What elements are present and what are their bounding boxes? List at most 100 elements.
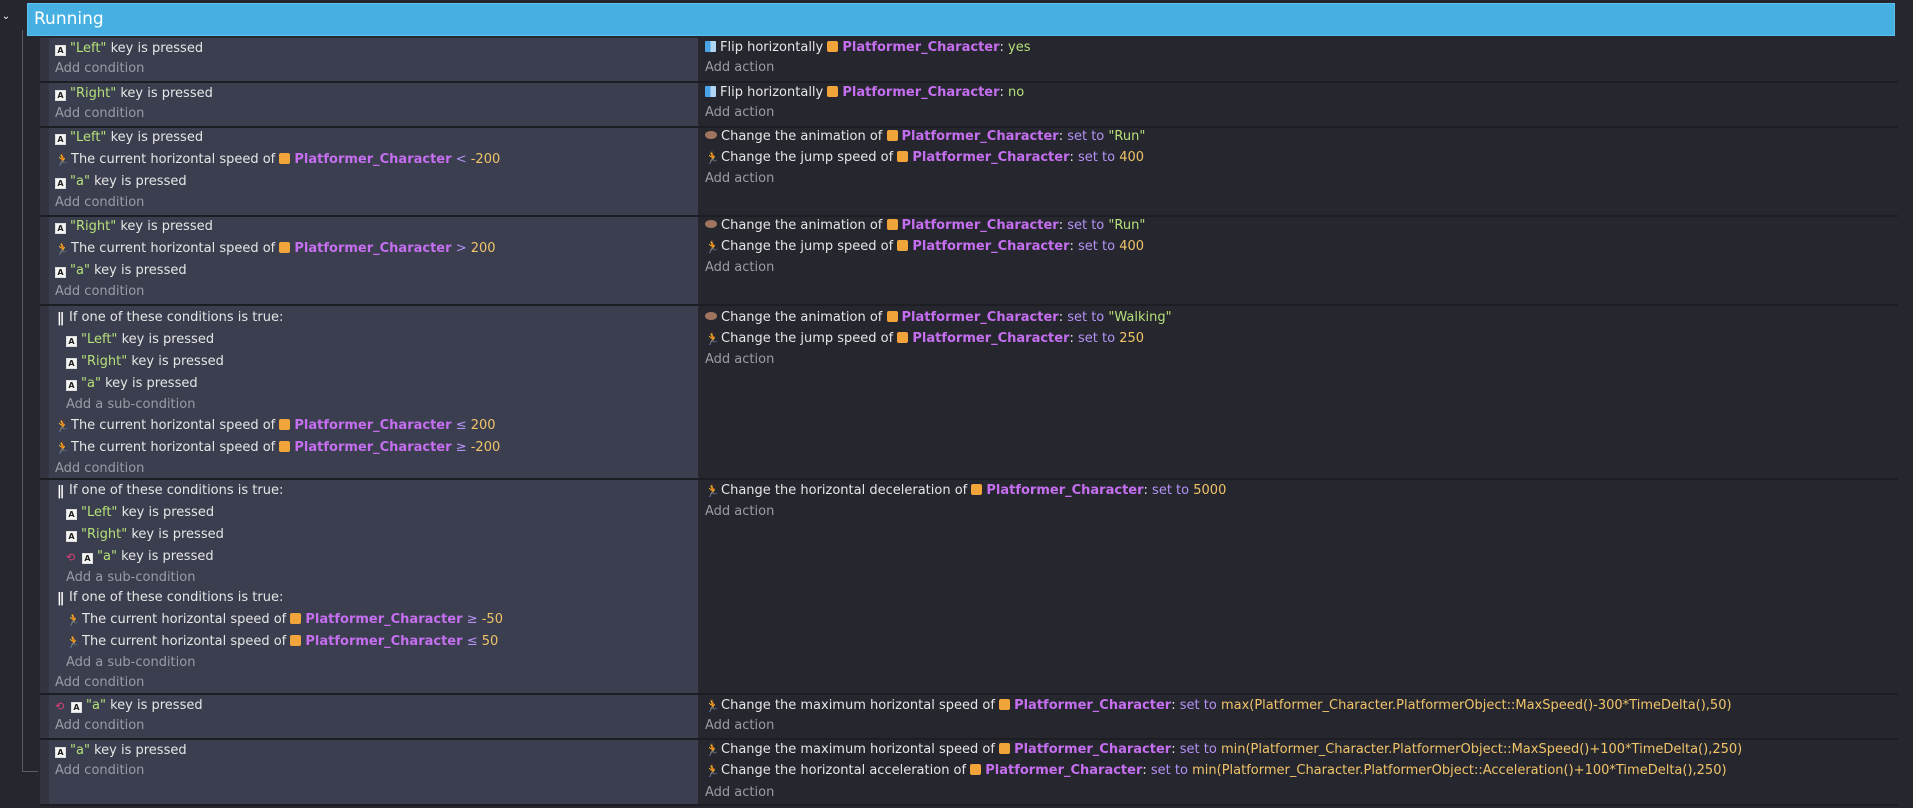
event-6[interactable]: ||If one of these conditions is true: A"… bbox=[40, 480, 1898, 695]
event-8[interactable]: A"a" key is pressed Add condition 🏃Chang… bbox=[40, 740, 1898, 806]
actions-column[interactable]: Flip horizontally Platformer_Character: … bbox=[699, 38, 1898, 81]
actions-column[interactable]: Change the animation of Platformer_Chara… bbox=[699, 128, 1898, 215]
sub-condition-key-pressed[interactable]: A"Left" key is pressed bbox=[66, 504, 214, 522]
group-header-running[interactable]: Running bbox=[27, 3, 1895, 36]
actions-column[interactable]: Flip horizontally Platformer_Character: … bbox=[699, 83, 1898, 126]
add-subcondition-link[interactable]: Add a sub-condition bbox=[66, 655, 196, 670]
sub-condition-key-pressed[interactable]: A"Left" key is pressed bbox=[66, 331, 214, 349]
condition-key-pressed[interactable]: A"Left" key is pressed bbox=[55, 129, 203, 147]
object-icon bbox=[897, 151, 909, 162]
add-action-link[interactable]: Add action bbox=[705, 718, 775, 733]
action-change-animation[interactable]: Change the animation of Platformer_Chara… bbox=[705, 309, 1172, 327]
condition-key-pressed[interactable]: A"a" key is pressed bbox=[55, 742, 187, 760]
keyboard-icon: A bbox=[55, 747, 66, 758]
object-icon bbox=[290, 613, 302, 624]
platformer-behavior-icon: 🏃 bbox=[55, 153, 70, 167]
add-condition-link[interactable]: Add condition bbox=[55, 675, 145, 690]
conditions-column[interactable]: ⟲A"a" key is pressed Add condition bbox=[40, 695, 698, 738]
condition-key-pressed[interactable]: A"a" key is pressed bbox=[55, 173, 187, 191]
actions-column[interactable]: 🏃Change the maximum horizontal speed of … bbox=[699, 740, 1898, 804]
action-change-jump-speed[interactable]: 🏃Change the jump speed of Platformer_Cha… bbox=[705, 331, 1145, 346]
platformer-behavior-icon: 🏃 bbox=[705, 332, 720, 346]
object-icon bbox=[970, 764, 982, 775]
event-7[interactable]: ⟲A"a" key is pressed Add condition 🏃Chan… bbox=[40, 695, 1898, 740]
condition-horizontal-speed[interactable]: 🏃The current horizontal speed of Platfor… bbox=[55, 418, 496, 433]
actions-column[interactable]: 🏃Change the maximum horizontal speed of … bbox=[699, 695, 1898, 738]
event-3[interactable]: A"Left" key is pressed 🏃The current hori… bbox=[40, 128, 1898, 217]
add-action-link[interactable]: Add action bbox=[705, 60, 775, 75]
add-condition-link[interactable]: Add condition bbox=[55, 106, 145, 121]
conditions-column[interactable]: A"Left" key is pressed Add condition bbox=[40, 38, 698, 81]
action-change-max-hspeed[interactable]: 🏃Change the maximum horizontal speed of … bbox=[705, 742, 1743, 757]
or-condition-header[interactable]: ||If one of these conditions is true: bbox=[57, 483, 284, 499]
sub-condition-key-not-pressed[interactable]: ⟲A"a" key is pressed bbox=[66, 549, 214, 564]
condition-horizontal-speed[interactable]: 🏃The current horizontal speed of Platfor… bbox=[55, 152, 501, 167]
event-5[interactable]: ||If one of these conditions is true: A"… bbox=[40, 306, 1898, 480]
keyboard-icon: A bbox=[55, 90, 66, 101]
sub-condition-horizontal-speed[interactable]: 🏃The current horizontal speed of Platfor… bbox=[66, 612, 503, 627]
or-condition-header[interactable]: ||If one of these conditions is true: bbox=[57, 590, 284, 606]
action-change-acceleration[interactable]: 🏃Change the horizontal acceleration of P… bbox=[705, 763, 1727, 778]
conditions-column[interactable]: A"Right" key is pressed 🏃The current hor… bbox=[40, 217, 698, 304]
add-action-link[interactable]: Add action bbox=[705, 504, 775, 519]
collapse-group-chevron-icon[interactable]: ⌄ bbox=[1, 11, 11, 22]
keyboard-icon: A bbox=[66, 531, 77, 542]
add-condition-link[interactable]: Add condition bbox=[55, 195, 145, 210]
add-condition-link[interactable]: Add condition bbox=[55, 461, 145, 476]
object-icon bbox=[886, 130, 898, 141]
sub-condition-key-pressed[interactable]: A"a" key is pressed bbox=[66, 375, 198, 393]
conditions-column[interactable]: A"Left" key is pressed 🏃The current hori… bbox=[40, 128, 698, 215]
action-change-animation[interactable]: Change the animation of Platformer_Chara… bbox=[705, 128, 1145, 146]
event-1[interactable]: A"Left" key is pressed Add condition Fli… bbox=[40, 38, 1898, 83]
action-change-animation[interactable]: Change the animation of Platformer_Chara… bbox=[705, 217, 1145, 235]
condition-key-pressed[interactable]: A"Right" key is pressed bbox=[55, 85, 213, 103]
keyboard-icon: A bbox=[55, 178, 66, 189]
sub-condition-key-pressed[interactable]: A"Right" key is pressed bbox=[66, 526, 224, 544]
action-change-deceleration[interactable]: 🏃Change the horizontal deceleration of P… bbox=[705, 483, 1227, 498]
add-action-link[interactable]: Add action bbox=[705, 260, 775, 275]
sub-condition-horizontal-speed[interactable]: 🏃The current horizontal speed of Platfor… bbox=[66, 634, 499, 649]
or-condition-header[interactable]: ||If one of these conditions is true: bbox=[57, 310, 284, 326]
add-condition-link[interactable]: Add condition bbox=[55, 763, 145, 778]
add-condition-link[interactable]: Add condition bbox=[55, 718, 145, 733]
invert-condition-icon: ⟲ bbox=[55, 700, 65, 713]
condition-key-not-pressed[interactable]: ⟲A"a" key is pressed bbox=[55, 698, 203, 713]
condition-key-pressed[interactable]: A"Right" key is pressed bbox=[55, 218, 213, 236]
action-flip-horizontally[interactable]: Flip horizontally Platformer_Character: … bbox=[705, 84, 1024, 102]
object-icon bbox=[999, 743, 1011, 754]
condition-key-pressed[interactable]: A"a" key is pressed bbox=[55, 262, 187, 280]
conditions-column[interactable]: ||If one of these conditions is true: A"… bbox=[40, 306, 698, 478]
conditions-column[interactable]: A"Right" key is pressed Add condition bbox=[40, 83, 698, 126]
keyboard-icon: A bbox=[55, 45, 66, 56]
add-condition-link[interactable]: Add condition bbox=[55, 61, 145, 76]
object-icon bbox=[827, 86, 839, 97]
platformer-behavior-icon: 🏃 bbox=[705, 699, 720, 713]
add-condition-link[interactable]: Add condition bbox=[55, 284, 145, 299]
sub-condition-key-pressed[interactable]: A"Right" key is pressed bbox=[66, 353, 224, 371]
add-action-link[interactable]: Add action bbox=[705, 352, 775, 367]
or-icon: || bbox=[57, 591, 65, 606]
conditions-column[interactable]: A"a" key is pressed Add condition bbox=[40, 740, 698, 804]
conditions-column[interactable]: ||If one of these conditions is true: A"… bbox=[40, 480, 698, 693]
platformer-behavior-icon: 🏃 bbox=[705, 764, 720, 778]
condition-horizontal-speed[interactable]: 🏃The current horizontal speed of Platfor… bbox=[55, 440, 501, 455]
condition-horizontal-speed[interactable]: 🏃The current horizontal speed of Platfor… bbox=[55, 241, 496, 256]
actions-column[interactable]: Change the animation of Platformer_Chara… bbox=[699, 306, 1898, 478]
condition-key-pressed[interactable]: A"Left" key is pressed bbox=[55, 40, 203, 58]
event-4[interactable]: A"Right" key is pressed 🏃The current hor… bbox=[40, 217, 1898, 306]
action-change-jump-speed[interactable]: 🏃Change the jump speed of Platformer_Cha… bbox=[705, 239, 1145, 254]
add-subcondition-link[interactable]: Add a sub-condition bbox=[66, 397, 196, 412]
animation-icon bbox=[705, 220, 717, 228]
add-subcondition-link[interactable]: Add a sub-condition bbox=[66, 570, 196, 585]
actions-column[interactable]: 🏃Change the horizontal deceleration of P… bbox=[699, 480, 1898, 693]
action-flip-horizontally[interactable]: Flip horizontally Platformer_Character: … bbox=[705, 39, 1031, 57]
action-change-max-hspeed[interactable]: 🏃Change the maximum horizontal speed of … bbox=[705, 698, 1732, 713]
add-action-link[interactable]: Add action bbox=[705, 785, 775, 800]
invert-condition-icon: ⟲ bbox=[66, 551, 76, 564]
actions-column[interactable]: Change the animation of Platformer_Chara… bbox=[699, 217, 1898, 304]
event-2[interactable]: A"Right" key is pressed Add condition Fl… bbox=[40, 83, 1898, 128]
flip-icon bbox=[705, 86, 716, 97]
action-change-jump-speed[interactable]: 🏃Change the jump speed of Platformer_Cha… bbox=[705, 150, 1145, 165]
add-action-link[interactable]: Add action bbox=[705, 171, 775, 186]
add-action-link[interactable]: Add action bbox=[705, 105, 775, 120]
